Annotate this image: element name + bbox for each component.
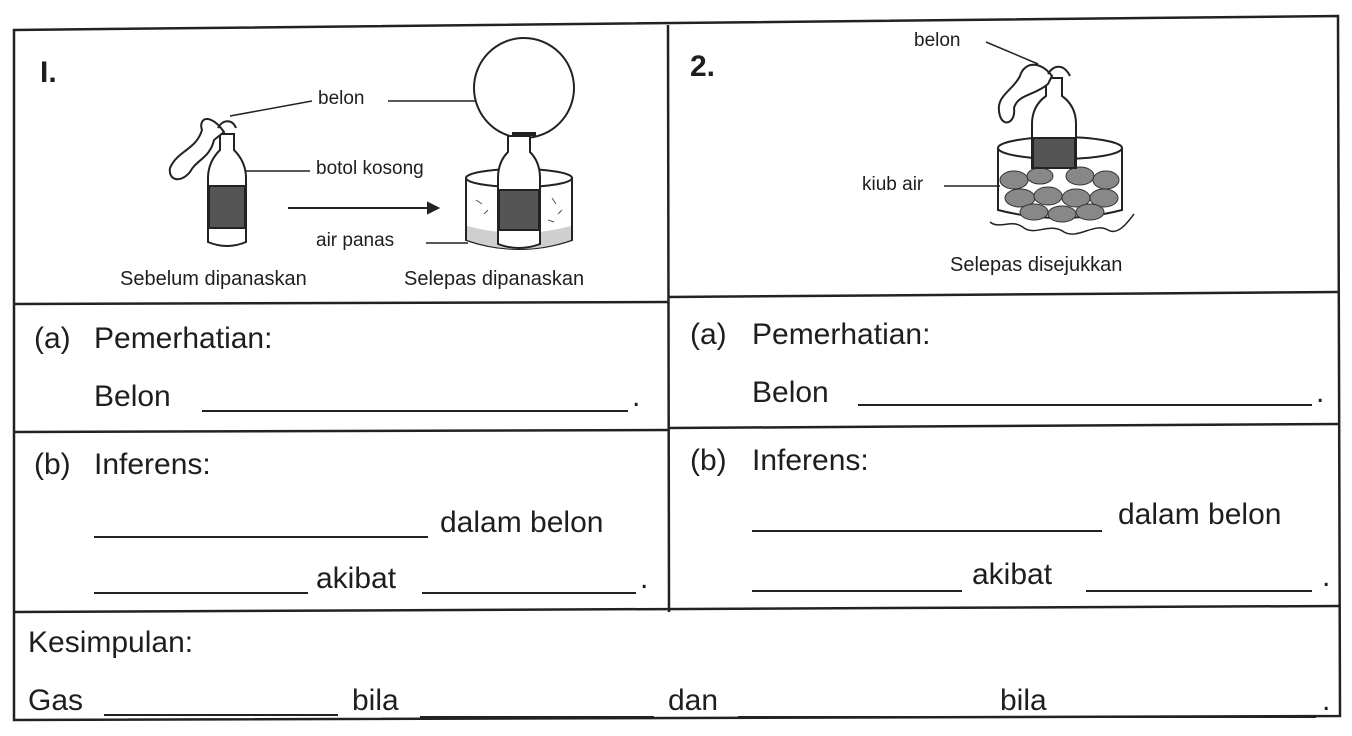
inference-1-prefix: (b)	[34, 448, 71, 481]
observation-2-lead: Belon	[752, 376, 829, 409]
inference-2-heading: Inferens:	[752, 444, 869, 477]
panel2-leader-lines	[944, 41, 1039, 187]
inference-1-heading: Inferens:	[94, 448, 211, 481]
observation-1-period: .	[632, 380, 641, 413]
arrow-right-icon	[288, 201, 441, 215]
balloon-label-2: belon	[914, 30, 961, 51]
caption-after-cooling: Selepas disejukkan	[950, 254, 1123, 276]
inference-2-period: .	[1322, 560, 1331, 593]
empty-bottle-label: botol kosong	[316, 158, 424, 179]
conclusion-period: .	[1322, 684, 1331, 717]
inference-2-blank-3[interactable]	[1086, 590, 1312, 592]
inference-1-phrase2: akibat	[316, 562, 397, 595]
observation-1-heading: Pemerhatian:	[94, 322, 273, 355]
table-grid	[12, 14, 1342, 722]
caption-after-heating: Selepas dipanaskan	[404, 268, 585, 290]
inference-2-phrase1: dalam belon	[1118, 498, 1282, 531]
inference-1-phrase1: dalam belon	[440, 506, 604, 539]
question-1-number: I.	[40, 56, 57, 89]
inference-1-period: .	[640, 562, 649, 595]
conclusion-blank-2[interactable]	[420, 716, 654, 718]
conclusion-blank-4[interactable]	[1070, 716, 1316, 718]
observation-2-heading: Pemerhatian:	[752, 318, 931, 351]
conclusion-blank-1[interactable]	[104, 714, 338, 716]
observation-2-prefix: (a)	[690, 318, 727, 351]
inference-2-prefix: (b)	[690, 444, 727, 477]
bottle-after-heating-icon	[465, 37, 575, 250]
inference-1-blank-3[interactable]	[422, 592, 636, 594]
panel1-leader-lines	[229, 100, 476, 244]
observation-1-lead: Belon	[94, 380, 171, 413]
bottle-in-ice-icon	[989, 63, 1135, 235]
balloon-label: belon	[318, 88, 365, 109]
inference-1-blank-1[interactable]	[94, 536, 428, 538]
conclusion-blank-3[interactable]	[738, 716, 986, 718]
bottle-before-heating-icon	[168, 118, 247, 247]
conclusion-word-bila-2: bila	[1000, 684, 1047, 717]
inference-2-blank-1[interactable]	[752, 530, 1102, 532]
question-2-number: 2.	[690, 50, 716, 83]
conclusion-heading: Kesimpulan:	[28, 626, 194, 659]
inference-2-phrase2: akibat	[972, 558, 1053, 591]
observation-1-prefix: (a)	[34, 322, 71, 355]
inference-1-blank-2[interactable]	[94, 592, 308, 594]
observation-2-answer-blank[interactable]	[858, 404, 1312, 406]
inference-2-blank-2[interactable]	[752, 590, 962, 592]
observation-1-answer-blank[interactable]	[202, 410, 628, 412]
hot-water-label: air panas	[316, 230, 395, 251]
observation-2-period: .	[1316, 376, 1325, 409]
ice-cubes-label: kiub air	[862, 174, 924, 195]
conclusion-word-gas: Gas	[28, 684, 84, 717]
caption-before-heating: Sebelum dipanaskan	[120, 268, 307, 290]
conclusion-word-dan: dan	[668, 684, 719, 717]
conclusion-word-bila-1: bila	[352, 684, 399, 717]
